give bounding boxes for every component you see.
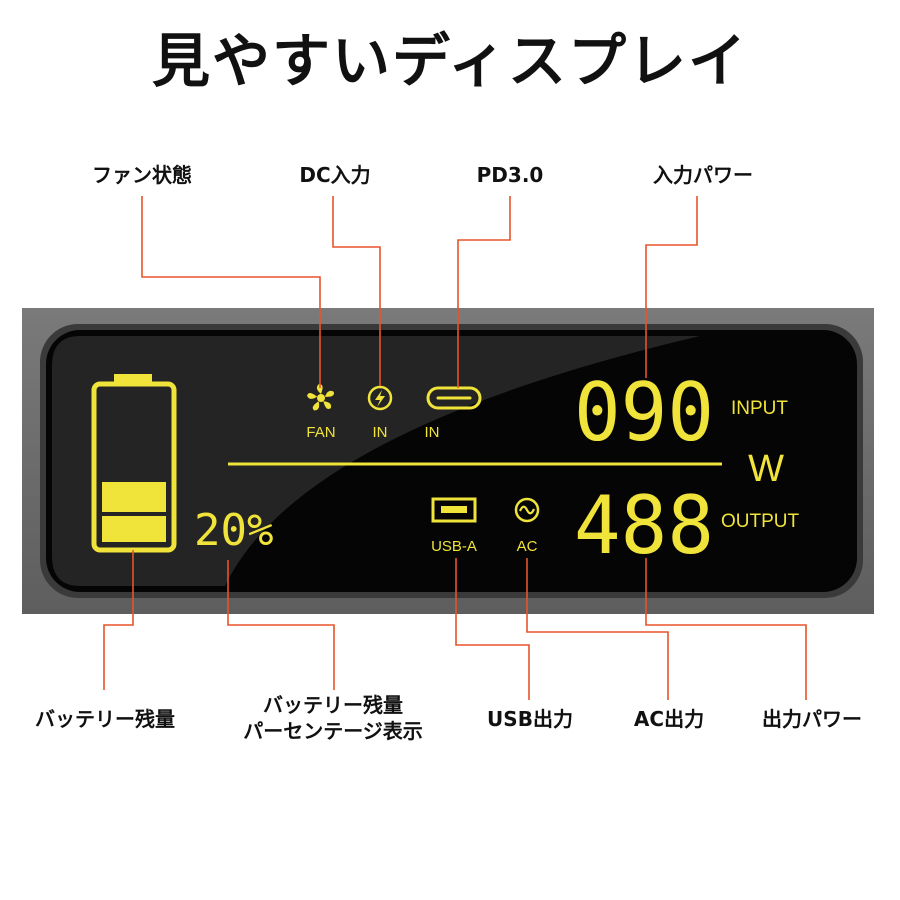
output-power-readout: 488 [574,479,714,572]
callout-battery-percent-line2: パーセンテージ表示 [243,719,423,743]
input-label: INPUT [731,398,788,419]
output-label: OUTPUT [721,511,800,532]
callout-battery-level: バッテリー残量 [35,707,175,731]
leader-input-power [645,196,698,378]
battery-bar-lower [102,516,166,542]
callout-dc-input: DC入力 [299,163,371,187]
leader-fan [141,196,321,388]
battery-bar-upper [102,482,166,512]
page-title: 見やすいディスプレイ [152,27,748,95]
dc-bolt-icon [367,385,393,411]
callout-input-power: 入力パワー [653,163,753,187]
unit-label: W [748,448,784,490]
battery-percent-readout: 20% [194,505,273,556]
leader-battery-level [103,550,134,690]
usb-a-port-icon [431,497,477,523]
screen-glare [52,336,700,586]
fan-icon [307,384,334,411]
dc-in-label: IN [373,424,388,441]
leader-usb-output [455,558,530,700]
fan-label: FAN [306,424,335,441]
callout-output-power: 出力パワー [762,707,862,731]
usbc-in-label: IN [425,424,440,441]
ac-sine-icon [514,497,540,523]
callout-battery-percent-line1: バッテリー残量 [262,693,403,717]
usb-c-port-icon [426,386,482,410]
leader-pd [457,196,511,388]
leader-battery-percent [227,560,335,690]
battery-icon [91,374,177,553]
callout-ac-output: AC出力 [633,707,705,731]
usba-label: USB-A [431,538,477,555]
ac-label: AC [517,538,538,555]
leader-output-power [645,558,807,700]
callout-pd: PD3.0 [476,163,544,187]
input-power-readout: 090 [574,366,714,459]
callout-fan-status: ファン状態 [92,163,192,187]
callout-usb-output: USB出力 [487,707,573,731]
leader-dc-in [332,196,381,386]
leader-ac-output [526,558,669,700]
callout-battery-percent: バッテリー残量 パーセンテージ表示 [243,692,423,744]
leader-lines [103,196,807,700]
